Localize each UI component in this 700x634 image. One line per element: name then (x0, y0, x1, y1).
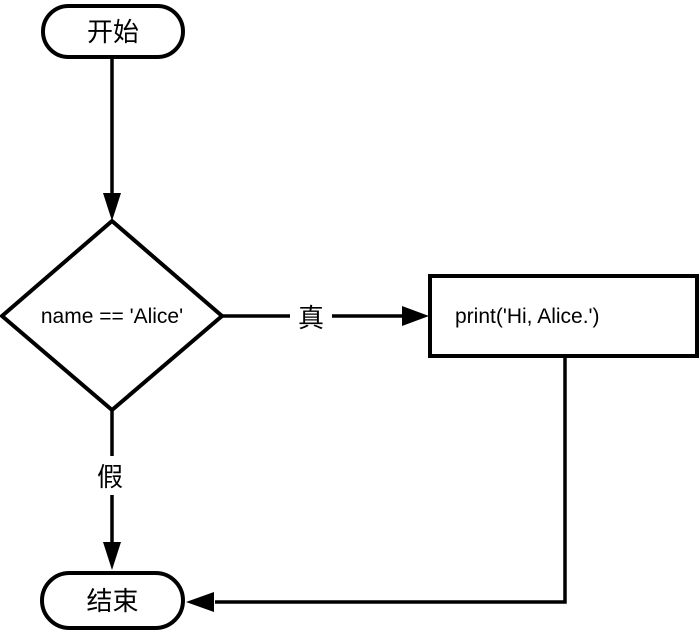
process-rect-node: print('Hi, Alice.') (428, 274, 699, 358)
arrowhead-down-icon (103, 542, 121, 570)
edge-true-label: 真 (290, 302, 332, 334)
decision-diamond-node: name == 'Alice' (2, 300, 222, 332)
edge-decision-false (103, 410, 121, 570)
edge-decision-true (222, 306, 429, 326)
edge-false-label-text: 假 (96, 462, 123, 492)
edge-true-label-text: 真 (297, 303, 324, 333)
start-terminal-label: 开始 (86, 16, 139, 47)
edge-start-to-decision (103, 59, 121, 221)
decision-diamond-label: name == 'Alice' (40, 304, 184, 328)
process-rect-label: print('Hi, Alice.') (455, 304, 600, 328)
end-terminal-node: 结束 (40, 571, 185, 630)
start-terminal-node: 开始 (41, 4, 185, 59)
arrowhead-right-icon (402, 306, 429, 326)
end-terminal-label: 结束 (86, 585, 139, 616)
edge-process-to-end (186, 356, 567, 612)
arrowhead-down-icon (103, 193, 121, 221)
arrowhead-left-icon (186, 592, 214, 612)
edge-false-label: 假 (89, 461, 131, 493)
